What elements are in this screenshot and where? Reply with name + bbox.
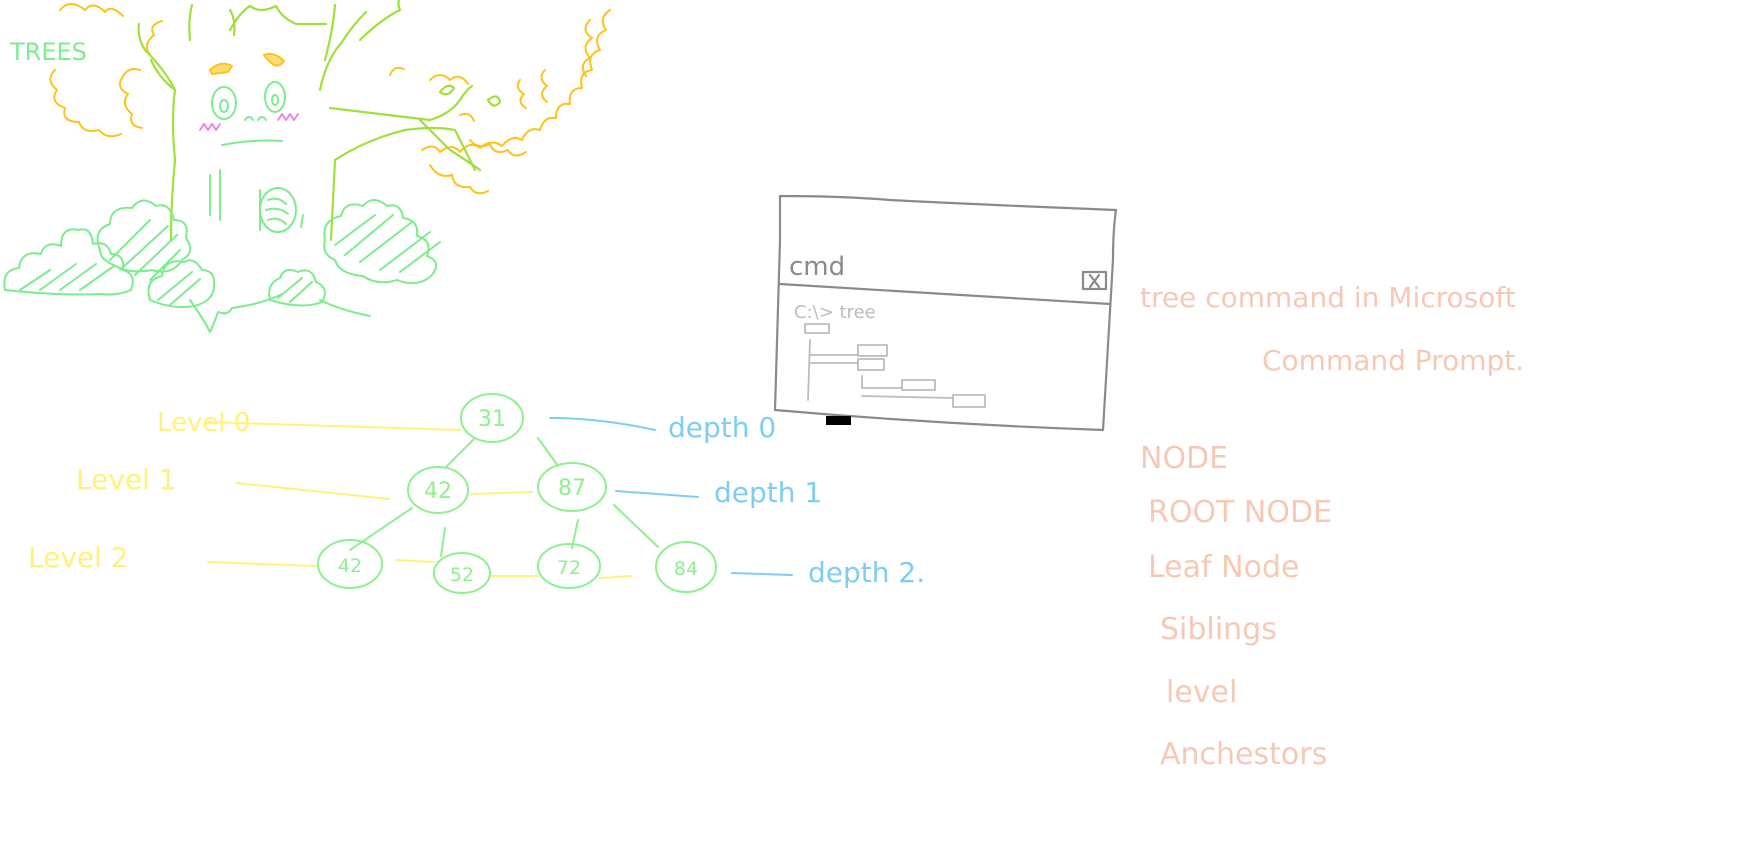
level-labels: Level 0 Level 1 Level 2 [28, 408, 250, 574]
tree-illustration [3, 0, 611, 333]
node-root [460, 393, 524, 443]
depth-line-2 [731, 572, 793, 576]
edge-root-right [537, 437, 559, 467]
cmd-caption-line2: Command Prompt. [1262, 344, 1524, 377]
depth-label-2: depth 2. [808, 556, 925, 589]
node-l1-right [537, 462, 607, 512]
depth-label-0: depth 0 [668, 411, 776, 444]
cmd-window-prompt: C:\> tree [794, 302, 876, 323]
sibling-line-l1 [471, 491, 533, 495]
edge-l1right-d [613, 504, 659, 548]
node-l2-c [537, 543, 601, 589]
node-l2-d-value: 84 [674, 558, 698, 580]
tree-face [209, 81, 304, 233]
node-l2-c-value: 72 [557, 557, 581, 579]
tree-blush [199, 113, 299, 131]
node-l1-left-value: 42 [424, 479, 452, 504]
depth-line-1 [615, 490, 699, 498]
tree-foliage [49, 3, 611, 195]
tree-nodes [317, 393, 717, 594]
level-label-2: Level 2 [28, 541, 129, 574]
depth-lines [549, 417, 793, 576]
level-line-1 [236, 482, 390, 500]
depth-line-0 [549, 417, 656, 431]
term-leaf-node: Leaf Node [1148, 550, 1299, 585]
edge-l1left-b [440, 527, 446, 557]
level-label-0: Level 0 [157, 408, 250, 438]
edge-l1left-a [349, 507, 413, 551]
node-l2-d [655, 541, 717, 593]
node-l2-a [317, 539, 383, 589]
cmd-window-title: cmd [789, 252, 845, 282]
cmd-window: cmd C:\> tree [773, 194, 1118, 432]
node-l2-b-value: 52 [450, 564, 474, 586]
tree-diagram: 31 42 87 42 52 72 84 Level 0 Level 1 Lev… [28, 393, 925, 594]
sibling-line-l2 [395, 559, 633, 579]
cmd-window-cursor [826, 416, 851, 425]
node-l1-left [407, 466, 469, 514]
notes: tree command in Microsoft Command Prompt… [1140, 281, 1524, 772]
term-node: NODE [1140, 441, 1228, 476]
term-level: level [1166, 675, 1237, 710]
title-trees: TREES [9, 38, 87, 66]
node-l2-b [433, 552, 491, 594]
node-l1-right-value: 87 [558, 476, 586, 501]
term-anchestors: Anchestors [1160, 737, 1327, 772]
tree-bushes [3, 199, 441, 333]
tree-edges [349, 437, 659, 557]
tree-node-values: 31 42 87 42 52 72 84 [338, 407, 698, 586]
cmd-window-frame [773, 194, 1118, 432]
depth-labels: depth 0 depth 1 depth 2. [668, 411, 925, 589]
node-root-value: 31 [478, 407, 506, 432]
tree-trunk [137, 0, 502, 242]
node-l2-a-value: 42 [338, 555, 362, 577]
term-root-node: ROOT NODE [1148, 495, 1332, 530]
cmd-caption-line1: tree command in Microsoft [1140, 281, 1516, 314]
level-line-2 [207, 561, 317, 567]
level-label-1: Level 1 [76, 463, 177, 496]
level-line-0 [204, 421, 461, 431]
depth-label-1: depth 1 [714, 476, 822, 509]
cmd-window-tree-output [804, 323, 986, 408]
level-lines [204, 421, 633, 579]
edge-root-left [444, 437, 476, 469]
term-siblings: Siblings [1160, 612, 1277, 647]
